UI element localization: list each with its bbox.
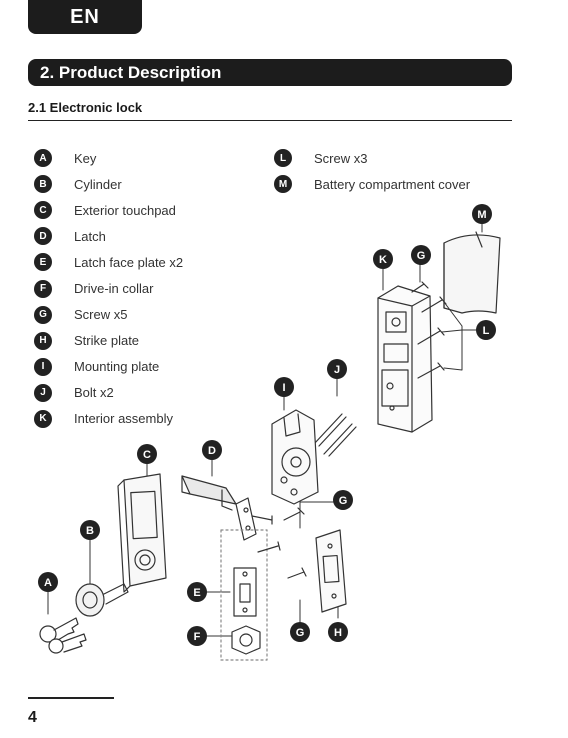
callout-c: C: [137, 444, 157, 464]
callout-e: E: [187, 582, 207, 602]
callout-j: J: [327, 359, 347, 379]
mounting-plate-illustration: [272, 410, 318, 504]
callout-g-top: G: [411, 245, 431, 265]
callout-label: F: [194, 631, 201, 643]
callout-a: A: [38, 572, 58, 592]
battery-cover-illustration: [444, 232, 500, 313]
callout-label: M: [477, 209, 486, 221]
callout-label: E: [193, 587, 200, 599]
screw-illustration: [412, 282, 428, 292]
callout-g-bottom: G: [290, 622, 310, 642]
callout-label: B: [86, 525, 94, 537]
callout-h: H: [328, 622, 348, 642]
callout-l: L: [476, 320, 496, 340]
callout-label: C: [143, 449, 151, 461]
page-number: 4: [28, 709, 37, 727]
callout-d: D: [202, 440, 222, 460]
drive-in-collar-illustration: [232, 626, 260, 654]
footer-divider: [28, 697, 114, 699]
callout-label: H: [334, 627, 342, 639]
exterior-touchpad-illustration: [118, 474, 166, 592]
callout-label: G: [339, 495, 348, 507]
callout-label: I: [282, 382, 285, 394]
callout-i: I: [274, 377, 294, 397]
latch-illustration: [182, 476, 256, 540]
callout-label: J: [334, 364, 340, 376]
bolts-illustration: [314, 414, 356, 456]
screw-illustration: [252, 508, 306, 578]
callout-label: D: [208, 445, 216, 457]
strike-plate-illustration: [316, 530, 346, 612]
callout-label: G: [296, 627, 305, 639]
cylinder-illustration: [76, 584, 128, 616]
callout-b: B: [80, 520, 100, 540]
callout-label: A: [44, 577, 52, 589]
callout-label: G: [417, 250, 426, 262]
callout-label: L: [483, 325, 490, 337]
keys-illustration: [40, 618, 86, 653]
callout-k: K: [373, 249, 393, 269]
callout-m: M: [472, 204, 492, 224]
callout-g-middle: G: [333, 490, 353, 510]
callout-label: K: [379, 254, 387, 266]
callout-f: F: [187, 626, 207, 646]
interior-assembly-illustration: [378, 286, 432, 432]
